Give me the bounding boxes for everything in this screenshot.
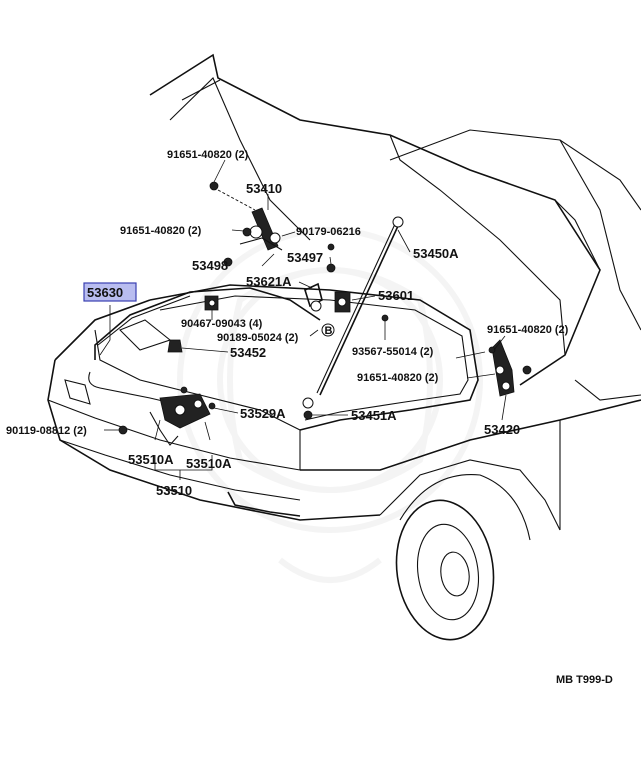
callout-53601[interactable]: 53601 xyxy=(378,288,414,303)
callout-91651-40820-top[interactable]: 91651-40820 (2) xyxy=(167,149,249,161)
callout-91651-40820-left[interactable]: 91651-40820 (2) xyxy=(120,225,202,237)
callout-labels: 91651-40820 (2) 53410 91651-40820 (2) 90… xyxy=(6,149,569,498)
callout-53410[interactable]: 53410 xyxy=(246,181,282,196)
callout-90189-05024[interactable]: 90189-05024 (2) xyxy=(217,332,299,344)
callout-91651-40820-right[interactable]: 91651-40820 (2) xyxy=(487,324,569,336)
highlight-box xyxy=(83,282,137,302)
callout-53420[interactable]: 53420 xyxy=(484,422,520,437)
callout-53497[interactable]: 53497 xyxy=(287,250,323,265)
leader-lines xyxy=(99,159,507,480)
callout-93567-55014[interactable]: 93567-55014 (2) xyxy=(352,346,434,358)
callout-53529a[interactable]: 53529A xyxy=(240,406,286,421)
watermark-seal xyxy=(177,227,483,583)
parts-drawing: B xyxy=(88,181,532,446)
callout-53451a[interactable]: 53451A xyxy=(351,408,397,423)
callout-90119-08812[interactable]: 90119-08812 (2) xyxy=(6,425,87,437)
car-body-drawing xyxy=(47,53,641,641)
callout-53510a-right[interactable]: 53510A xyxy=(186,456,232,471)
callout-53450a[interactable]: 53450A xyxy=(413,246,459,261)
callout-91651-40820-lower[interactable]: 91651-40820 (2) xyxy=(357,372,439,384)
callout-53498[interactable]: 53498 xyxy=(192,258,228,273)
callout-53630[interactable]: 53630 xyxy=(87,285,123,300)
callout-53510[interactable]: 53510 xyxy=(156,483,192,498)
callout-53621a[interactable]: 53621A xyxy=(246,274,292,289)
callout-53452[interactable]: 53452 xyxy=(230,345,266,360)
marker-b: B xyxy=(325,325,333,337)
callout-90467-09043[interactable]: 90467-09043 (4) xyxy=(181,318,263,330)
callout-90179-06216[interactable]: 90179-06216 xyxy=(296,226,361,238)
callout-53510a-left[interactable]: 53510A xyxy=(128,452,174,467)
figure-code: MB T999-D xyxy=(556,674,613,686)
